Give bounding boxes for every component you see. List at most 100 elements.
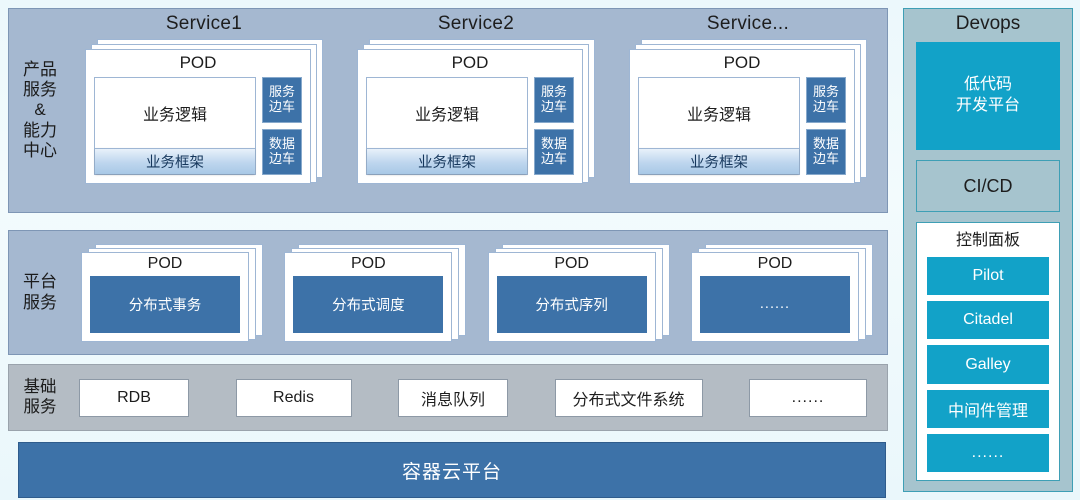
- row-body-platform: POD 分布式事务 POD 分布式调度: [71, 231, 887, 354]
- row-label-line: 服务: [23, 80, 57, 100]
- control-panel-item-pilot[interactable]: Pilot: [927, 257, 1049, 296]
- control-panel-item-middleware-management[interactable]: 中间件管理: [927, 389, 1049, 428]
- row-label-line: 中心: [23, 140, 57, 160]
- data-sidecar-box: 数据 边车: [262, 129, 302, 175]
- devops-panel: Devops 低代码 开发平台 CI/CD 控制面板 Pilot Citadel…: [903, 8, 1073, 492]
- sidecar-line: 服务: [540, 84, 567, 100]
- sidecar-column: 服务 边车 数据 边车: [534, 77, 574, 175]
- row-label-products: 产品 服务 & 能力 中心: [9, 9, 71, 212]
- row-product-service-center: 产品 服务 & 能力 中心 Service1 POD: [8, 8, 888, 213]
- service-sidecar-box: 服务 边车: [534, 77, 574, 123]
- data-sidecar-box: 数据 边车: [806, 129, 846, 175]
- platform-pod-stack[interactable]: POD ......: [690, 243, 873, 342]
- service-sidecar-box: 服务 边车: [806, 77, 846, 123]
- pod-card[interactable]: POD ......: [690, 251, 859, 342]
- sidecar-column: 服务 边车 数据 边车: [262, 77, 302, 175]
- business-logic-box: 业务逻辑: [414, 107, 479, 124]
- architecture-main-column: 产品 服务 & 能力 中心 Service1 POD: [8, 8, 888, 498]
- sidecar-line: 数据: [268, 136, 295, 152]
- infra-item-message-queue[interactable]: 消息队列: [398, 378, 508, 417]
- devops-title: Devops: [955, 13, 1021, 34]
- sidecar-line: 服务: [268, 84, 295, 100]
- pod-title: POD: [147, 254, 183, 272]
- row-label-line: 基础: [23, 378, 57, 397]
- sidecar-line: 边车: [268, 151, 295, 166]
- row-label-line: 平台: [23, 272, 57, 292]
- sidecar-line: 数据: [812, 136, 839, 152]
- service-group[interactable]: Service1 POD 业务逻辑 业务框架: [79, 13, 329, 184]
- row-infrastructure-services: 基础 服务 RDB Redis 消息队列 分布式文件系统 ......: [8, 364, 888, 431]
- sidecar-column: 服务 边车 数据 边车: [806, 77, 846, 175]
- pod-card[interactable]: POD 分布式调度: [284, 251, 453, 342]
- pod-title: POD: [451, 53, 489, 72]
- pod-card[interactable]: POD 分布式事务: [81, 251, 249, 342]
- sidecar-line: 数据: [540, 136, 567, 152]
- row-label-line: 服务: [23, 292, 57, 312]
- pod-card[interactable]: POD 业务逻辑 业务框架 服务 边车: [85, 49, 311, 184]
- business-framework-box: 业务框架: [367, 148, 527, 174]
- pod-title: POD: [179, 53, 217, 72]
- container-cloud-platform-label: 容器云平台: [401, 461, 502, 483]
- platform-pod-stack[interactable]: POD 分布式事务: [81, 243, 263, 342]
- control-panel-item-galley[interactable]: Galley: [927, 345, 1049, 384]
- sidecar-line: 边车: [540, 151, 567, 166]
- pod-stack: POD 业务逻辑 业务框架 服务 边车: [357, 39, 595, 184]
- row-label-platform: 平台 服务: [9, 231, 71, 354]
- cicd-card[interactable]: CI/CD: [916, 160, 1060, 212]
- business-container: 业务逻辑 业务框架: [94, 77, 256, 175]
- pod-title: POD: [350, 254, 386, 272]
- infra-item-redis[interactable]: Redis: [235, 378, 352, 417]
- infra-item-more[interactable]: ......: [749, 378, 867, 417]
- platform-pod-stack[interactable]: POD 分布式序列: [487, 243, 670, 342]
- data-sidecar-box: 数据 边车: [534, 129, 574, 175]
- business-logic-box: 业务逻辑: [686, 107, 751, 124]
- business-container: 业务逻辑 业务框架: [366, 77, 528, 175]
- row-label-line: &: [34, 100, 46, 120]
- lowcode-line: 开发平台: [955, 97, 1020, 114]
- business-logic-box: 业务逻辑: [142, 107, 207, 124]
- service-title: Service1: [165, 13, 243, 34]
- platform-service-name: 分布式调度: [293, 275, 444, 333]
- pod-card[interactable]: POD 业务逻辑 业务框架 服务 边车: [357, 49, 583, 184]
- business-framework-box: 业务框架: [95, 148, 255, 174]
- pod-title: POD: [723, 53, 761, 72]
- pod-stack: POD 业务逻辑 业务框架 服务 边车: [629, 39, 867, 184]
- service-group[interactable]: Service... POD 业务逻辑 业务框架: [623, 13, 873, 184]
- container-cloud-platform-bar[interactable]: 容器云平台: [18, 442, 886, 498]
- row-body-infra: RDB Redis 消息队列 分布式文件系统 ......: [71, 365, 887, 430]
- service-group[interactable]: Service2 POD 业务逻辑 业务框架: [351, 13, 601, 184]
- sidecar-line: 边车: [540, 99, 567, 114]
- control-panel-item-citadel[interactable]: Citadel: [927, 301, 1049, 340]
- infra-item-distributed-file-system[interactable]: 分布式文件系统: [554, 378, 703, 417]
- infra-item-rdb[interactable]: RDB: [79, 378, 189, 417]
- platform-pod-stack[interactable]: POD 分布式调度: [284, 243, 467, 342]
- control-panel-card: 控制面板 Pilot Citadel Galley 中间件管理 ......: [916, 222, 1060, 481]
- service-title: Service...: [706, 13, 790, 34]
- pod-stack: POD 业务逻辑 业务框架 服务 边车: [85, 39, 323, 184]
- service-sidecar-box: 服务 边车: [262, 77, 302, 123]
- sidecar-line: 边车: [812, 99, 839, 114]
- sidecar-line: 服务: [812, 84, 839, 100]
- platform-service-name: 分布式序列: [496, 275, 647, 333]
- lowcode-line: 低代码: [963, 76, 1012, 94]
- business-container: 业务逻辑 业务框架: [638, 77, 800, 175]
- service-title: Service2: [437, 13, 515, 34]
- row-platform-services: 平台 服务 POD 分布式事务: [8, 230, 888, 355]
- sidecar-line: 边车: [268, 99, 295, 114]
- platform-service-name: ......: [699, 275, 850, 333]
- platform-service-name: 分布式事务: [90, 275, 240, 333]
- row-body-products: Service1 POD 业务逻辑 业务框架: [71, 9, 887, 212]
- row-label-line: 产品: [23, 60, 57, 80]
- pod-title: POD: [554, 254, 589, 272]
- control-panel-item-more[interactable]: ......: [927, 433, 1049, 473]
- pod-card[interactable]: POD 分布式序列: [487, 251, 656, 342]
- pod-title: POD: [757, 254, 793, 272]
- row-label-line: 能力: [23, 120, 57, 140]
- business-framework-box: 业务框架: [639, 148, 799, 174]
- sidecar-line: 边车: [812, 151, 839, 166]
- lowcode-platform-card[interactable]: 低代码 开发平台: [916, 42, 1060, 150]
- pod-card[interactable]: POD 业务逻辑 业务框架 服务 边车: [629, 49, 855, 184]
- control-panel-title: 控制面板: [955, 232, 1020, 249]
- row-label-infra: 基础 服务: [9, 365, 71, 430]
